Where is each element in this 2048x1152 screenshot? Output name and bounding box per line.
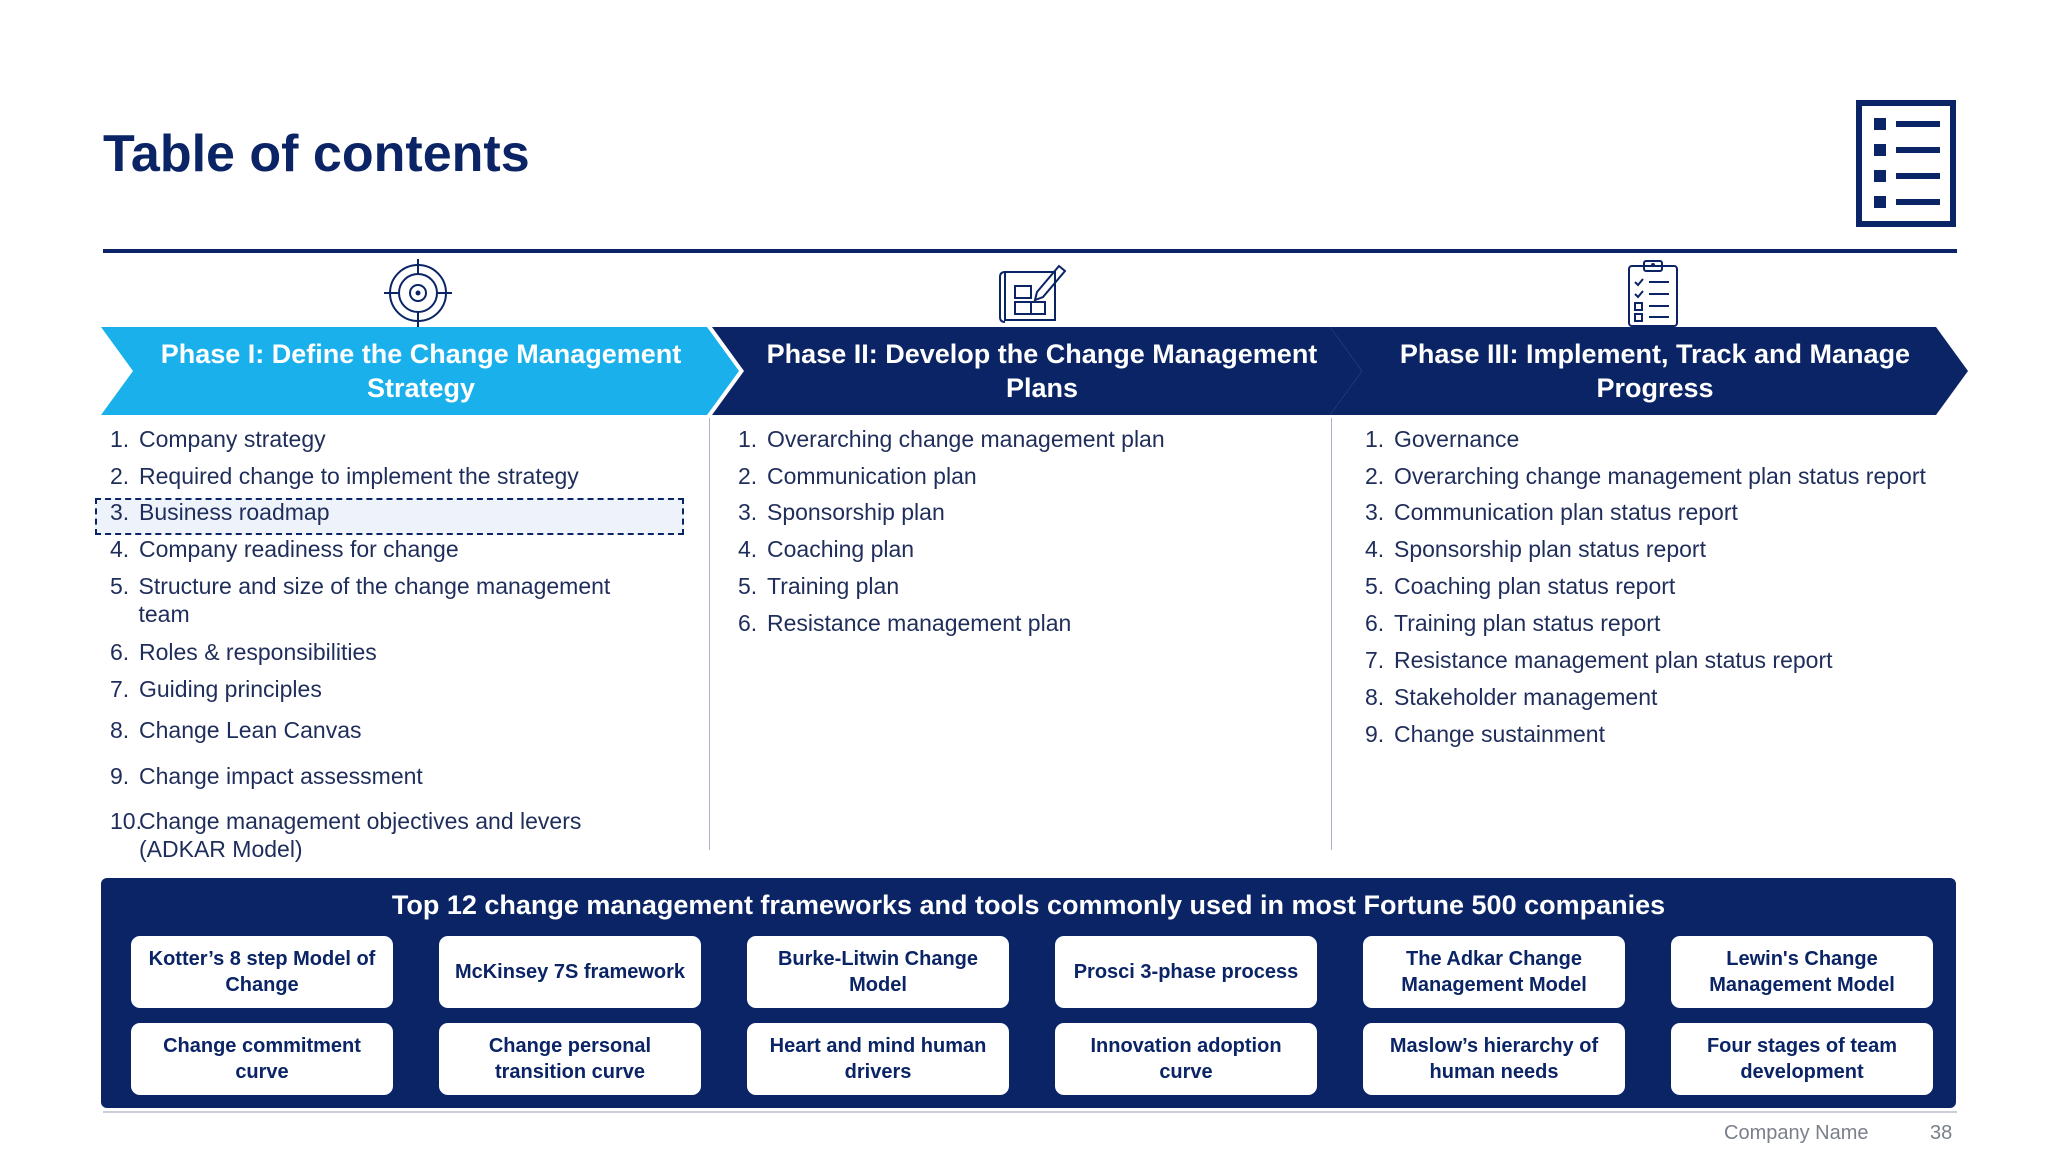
framework-card[interactable]: The Adkar Change Management Model	[1363, 936, 1625, 1008]
framework-card[interactable]: Change commitment curve	[131, 1023, 393, 1095]
list-item[interactable]: 4.Sponsorship plan status report	[1365, 536, 1706, 562]
target-icon	[384, 259, 452, 327]
phase-2-title: Phase II: Develop the Change Management …	[766, 339, 1318, 403]
framework-card[interactable]: McKinsey 7S framework	[439, 936, 701, 1008]
column-divider	[709, 418, 710, 850]
clipboard-checklist-icon	[1628, 260, 1678, 327]
framework-card[interactable]: Kotter’s 8 step Model of Change	[131, 936, 393, 1008]
list-item[interactable]: 5.Coaching plan status report	[1365, 573, 1676, 599]
framework-card[interactable]: Maslow’s hierarchy of human needs	[1363, 1023, 1625, 1095]
framework-card[interactable]: Lewin's Change Management Model	[1671, 936, 1933, 1008]
phase-1-title: Phase I: Define the Change Management St…	[160, 339, 682, 403]
blueprint-icon	[999, 264, 1067, 323]
framework-card[interactable]: Prosci 3-phase process	[1055, 936, 1317, 1008]
list-item[interactable]: 5.Training plan	[738, 573, 900, 599]
list-item[interactable]: 3.Sponsorship plan	[738, 499, 945, 525]
list-document-icon	[1856, 100, 1956, 227]
column-divider	[1331, 418, 1332, 850]
page-title: Table of contents	[103, 125, 530, 183]
current-section-highlight	[95, 498, 684, 535]
frameworks-title: Top 12 change management frameworks and …	[391, 890, 1666, 920]
frameworks-panel: Top 12 change management frameworks and …	[101, 878, 1956, 1108]
framework-card[interactable]: Innovation adoption curve	[1055, 1023, 1317, 1095]
list-item[interactable]: 4.Coaching plan	[738, 536, 915, 562]
page-number: 38	[1930, 1122, 1953, 1144]
title-divider	[103, 249, 1957, 253]
list-item[interactable]: 3.Communication plan status report	[1365, 499, 1738, 525]
list-item[interactable]: 7.Resistance management plan status repo…	[1365, 647, 1833, 673]
list-item[interactable]: 9.Change impact assessment	[110, 763, 423, 789]
list-item[interactable]: 6.Roles & responsibilities	[110, 639, 377, 665]
footer-divider	[103, 1111, 1957, 1113]
list-item[interactable]: 6.Training plan status report	[1365, 610, 1661, 636]
list-item[interactable]: 1.Governance	[1365, 426, 1520, 452]
phase-2-banner: Phase II: Develop the Change Management …	[712, 327, 1362, 415]
list-item[interactable]: 1.Company strategy	[110, 426, 326, 452]
list-item[interactable]: 10.Change management objectives and leve…	[110, 808, 582, 862]
list-item[interactable]: 2.Required change to implement the strat…	[110, 463, 579, 489]
list-item[interactable]: 5.Structure and size of the change manag…	[110, 573, 611, 627]
list-item[interactable]: 8.Stakeholder management	[1365, 684, 1658, 710]
footer-company-name: Company Name	[1724, 1122, 1869, 1144]
framework-card[interactable]: Four stages of team development	[1671, 1023, 1933, 1095]
phase-3-banner: Phase III: Implement, Track and Manage P…	[1330, 327, 1970, 415]
phase-3-title: Phase III: Implement, Track and Manage P…	[1399, 339, 1911, 403]
list-item[interactable]: 8.Change Lean Canvas	[110, 717, 362, 743]
list-item[interactable]: 2.Communication plan	[738, 463, 977, 489]
list-item[interactable]: 9.Change sustainment	[1365, 721, 1605, 747]
list-item[interactable]: 7.Guiding principles	[110, 676, 322, 702]
list-item[interactable]: 1.Overarching change management plan	[738, 426, 1165, 452]
list-item[interactable]: 2.Overarching change management plan sta…	[1365, 463, 1926, 489]
phase-1-banner: Phase I: Define the Change Management St…	[101, 327, 741, 415]
list-item[interactable]: 4.Company readiness for change	[110, 536, 459, 562]
framework-card[interactable]: Change personal transition curve	[439, 1023, 701, 1095]
framework-card[interactable]: Burke-Litwin Change Model	[747, 936, 1009, 1008]
list-item[interactable]: 6.Resistance management plan	[738, 610, 1072, 636]
framework-card[interactable]: Heart and mind human drivers	[747, 1023, 1009, 1095]
list-item[interactable]: 3.Business roadmap	[110, 499, 330, 525]
